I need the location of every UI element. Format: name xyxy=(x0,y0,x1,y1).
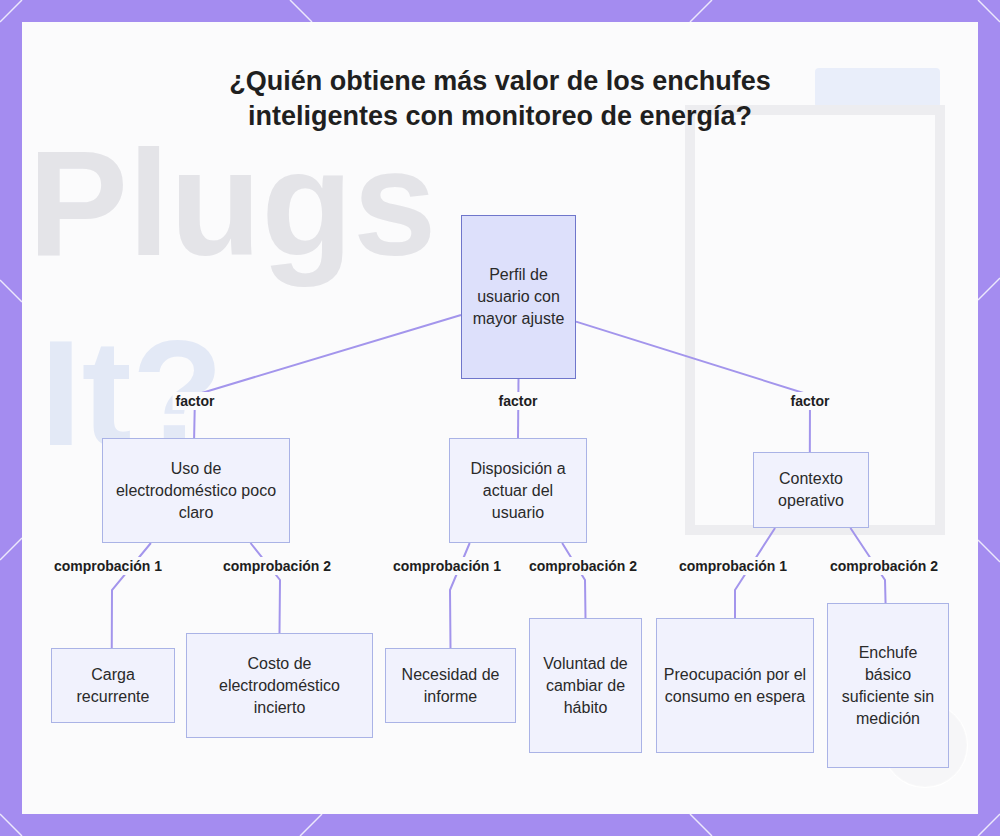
factor-box: Disposición a actuar del usuario xyxy=(449,438,587,543)
factor-box: Costo de electrodoméstico incierto xyxy=(186,633,373,738)
node-text: Costo de electrodoméstico incierto xyxy=(193,653,366,719)
tree-connector xyxy=(576,322,810,452)
node-text: Contexto operativo xyxy=(760,468,862,512)
node-text: Necesidad de informe xyxy=(392,664,509,708)
factor-box: Voluntad de cambiar de hábito xyxy=(529,618,642,753)
node-text: Disposición a actuar del usuario xyxy=(456,458,580,524)
node-text: Voluntad de cambiar de hábito xyxy=(536,653,635,719)
factor-box: Necesidad de informe xyxy=(385,648,516,723)
factor-box: Uso de electrodoméstico poco claro xyxy=(102,438,290,543)
edge-label: factor xyxy=(788,392,833,410)
factor-box: Carga recurrente xyxy=(51,648,175,723)
node-text: Perfil de usuario con mayor ajuste xyxy=(468,264,569,330)
edge-label: comprobación 2 xyxy=(827,557,941,575)
diagram-title: ¿Quién obtiene más valor de los enchufes… xyxy=(200,64,800,134)
tree-connector xyxy=(562,543,585,618)
node-text: Preocupación por el consumo en espera xyxy=(663,664,807,708)
factor-box: Enchufe básico suficiente sin medición xyxy=(827,603,949,768)
edge-label: factor xyxy=(173,392,218,410)
edge-label: comprobación 2 xyxy=(220,557,334,575)
node-text: Enchufe básico suficiente sin medición xyxy=(834,642,942,730)
node-text: Uso de electrodoméstico poco claro xyxy=(109,458,283,524)
root-box: Perfil de usuario con mayor ajuste xyxy=(461,215,576,379)
edge-label: factor xyxy=(496,392,541,410)
node-text: Carga recurrente xyxy=(58,664,168,708)
tree-connector xyxy=(194,315,461,438)
factor-box: Preocupación por el consumo en espera xyxy=(656,618,814,753)
watermark-text: Plugs xyxy=(28,128,436,278)
edge-label: comprobación 1 xyxy=(51,557,165,575)
edge-label: comprobación 1 xyxy=(390,557,504,575)
edge-label: comprobación 1 xyxy=(676,557,790,575)
edge-label: comprobación 2 xyxy=(526,557,640,575)
factor-box: Contexto operativo xyxy=(753,452,869,528)
